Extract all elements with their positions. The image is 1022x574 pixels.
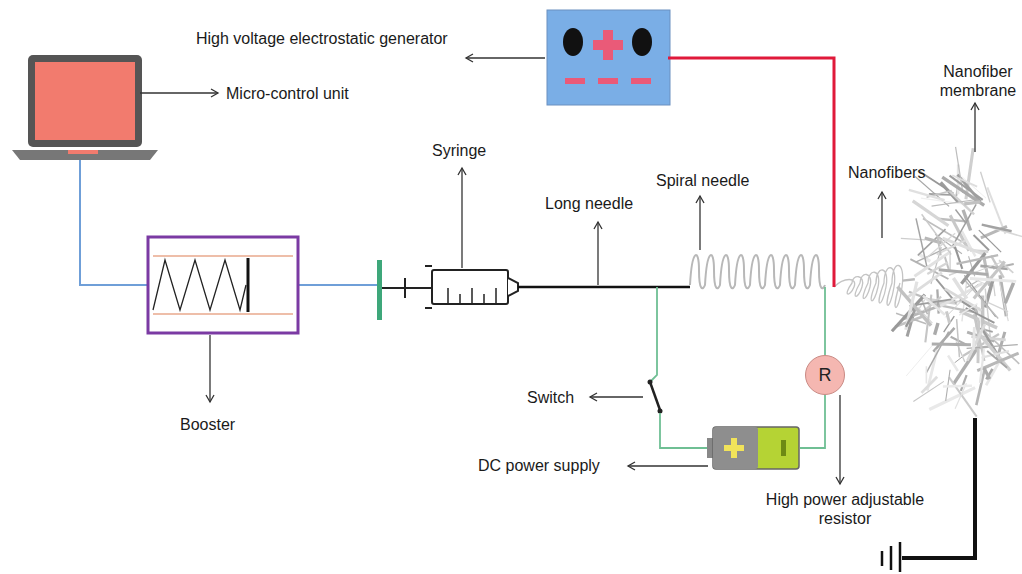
membrane-fiber [901,238,925,239]
needle-label: Long needle [545,194,633,213]
switch-label: Switch [527,388,574,407]
membrane-fiber [943,385,972,388]
membrane-fiber [959,304,977,316]
membrane-fiber [909,190,945,200]
membrane-fiber [957,255,999,264]
membrane-fiber [923,296,945,315]
generator-label: High voltage electrostatic generator [196,29,448,48]
membrane-fiber [983,225,1022,237]
booster-label: Booster [180,415,235,434]
push-rod [298,284,380,286]
membrane-fiber [980,349,984,383]
plunger-plate [377,260,382,320]
circuit-wire [800,395,825,448]
long-needle [518,286,690,289]
membrane-fiber [957,319,960,357]
circuit-wire [650,287,657,382]
controller-label: Micro-control unit [226,84,349,103]
membrane-fiber [988,302,1008,311]
membrane-fiber [945,289,982,311]
membrane-fiber [939,270,988,275]
membrane-fiber [926,366,928,383]
membrane-fiber [914,253,949,277]
membrane-fiber [970,279,1016,282]
spiral-needle [690,255,825,288]
membrane-fiber [965,281,998,319]
signal-wire [80,160,148,285]
membrane-fiber [948,355,958,371]
membrane-fiber [935,323,938,335]
switch-symbol [648,380,663,414]
laptop [12,55,158,160]
resistor-letter: R [819,365,832,386]
booster-box [148,237,298,333]
syringe [382,266,518,308]
membrane-fiber [972,327,976,349]
membrane-fiber [962,177,986,199]
battery-symbol [707,427,799,469]
membrane-fiber [1005,283,1013,303]
hv-generator [547,10,670,105]
membrane-fiber [942,177,984,205]
supply-label: DC power supply [478,456,600,475]
syringe-label: Syringe [432,141,486,160]
spiral-label: Spiral needle [656,171,749,190]
membrane-label: Nanofiber membrane [936,62,1020,100]
circuit-wire [824,287,826,355]
membrane-fiber [906,314,913,327]
membrane-fiber [903,279,915,280]
membrane-fiber [916,248,948,263]
membrane-fiber [984,368,990,379]
membrane-fiber [952,175,977,186]
membrane-fiber [961,375,967,391]
ground-wire [902,418,975,558]
membrane-fiber [927,263,948,274]
membrane-fiber [926,233,955,258]
membrane-fiber [979,230,1001,252]
fiber-label: Nanofibers [848,163,925,182]
membrane-fiber [946,311,949,323]
membrane-fiber [982,351,1009,358]
resistor-symbol: R [805,355,845,395]
membrane-fiber [994,284,996,296]
ground-symbol [882,542,900,572]
resistor-label: High power adjustable resistor [765,490,925,528]
circuit-wire [660,413,710,448]
nanofiber-jet [834,265,903,307]
membrane-fiber [906,345,932,376]
leader-arrow [140,58,975,484]
membrane-fiber [921,377,937,393]
membrane-fiber [955,247,962,269]
membrane-fiber [964,202,980,204]
membrane-fiber [926,332,948,373]
membrane-fiber [955,209,965,222]
membrane-fiber [982,225,1012,232]
membrane-fiber [906,282,917,330]
nanofiber-membrane [892,147,1022,417]
membrane-fiber [932,342,971,346]
